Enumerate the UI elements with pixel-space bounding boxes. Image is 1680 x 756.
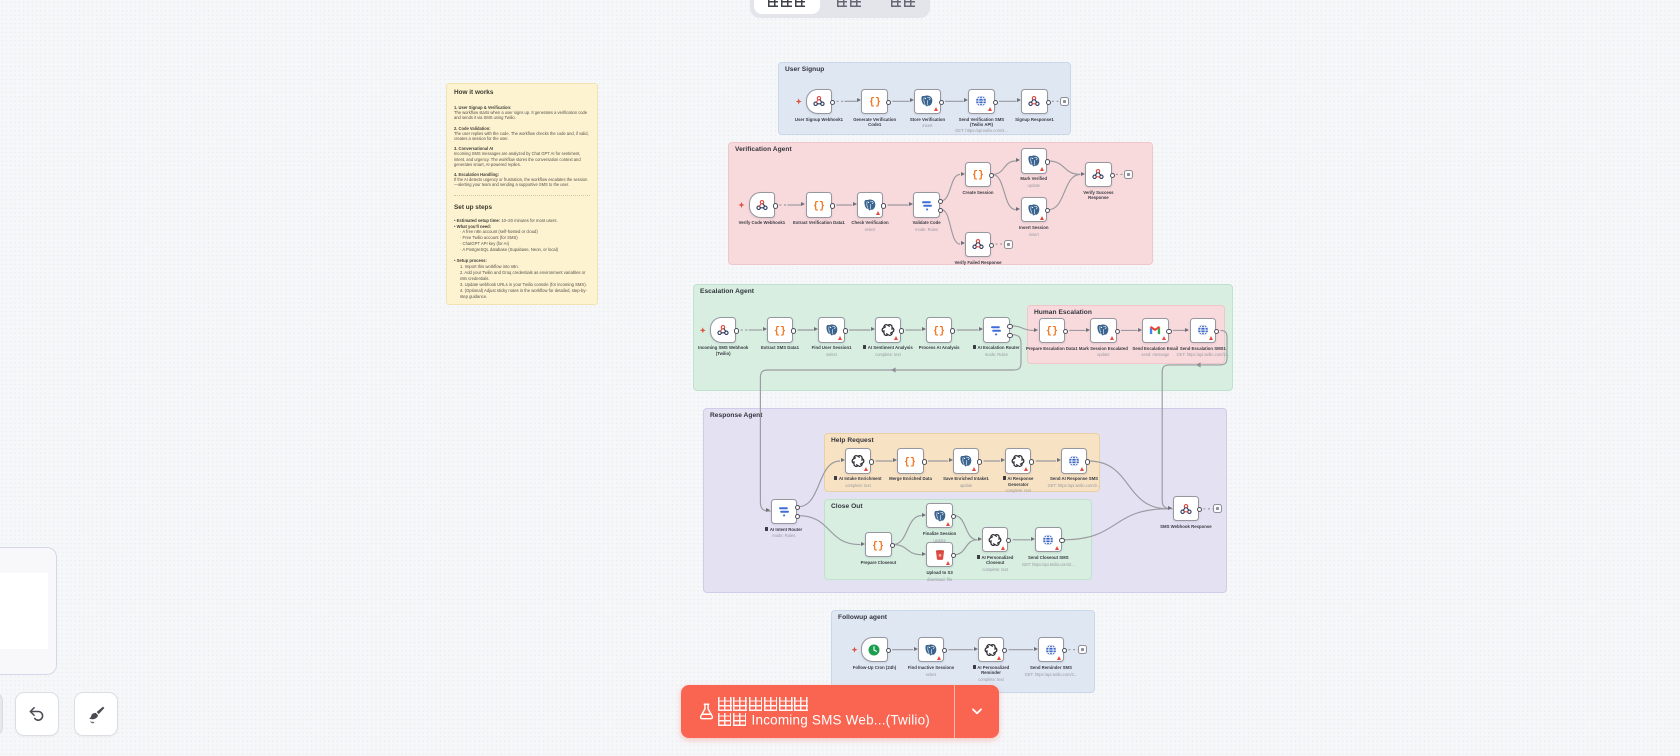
svg-text:{}: {} (813, 200, 825, 211)
svg-text:{}: {} (872, 540, 884, 551)
svg-text:{}: {} (774, 325, 786, 336)
svg-text:{}: {} (1046, 326, 1058, 337)
svg-text:{}: {} (972, 170, 984, 181)
svg-text:{}: {} (933, 325, 945, 336)
svg-text:{}: {} (905, 456, 917, 467)
svg-text:{}: {} (869, 97, 881, 108)
